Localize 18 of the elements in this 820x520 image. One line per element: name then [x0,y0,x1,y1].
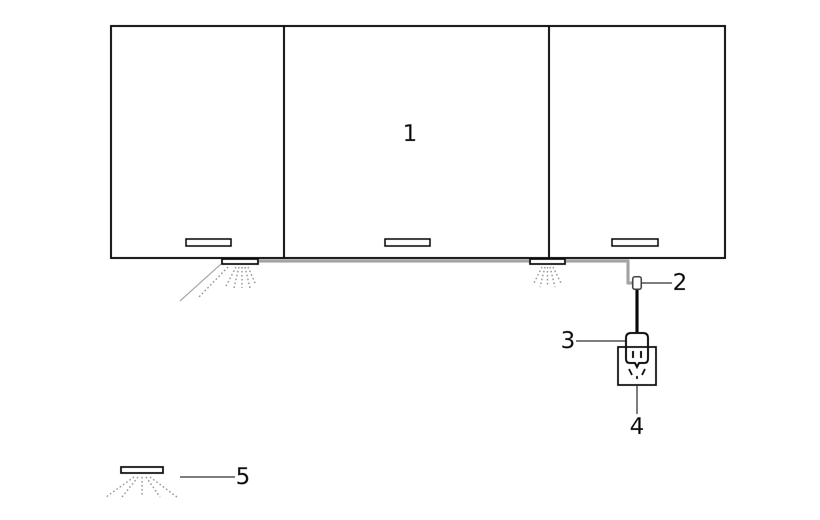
leader-line [180,476,236,478]
light-icon [104,466,180,499]
callout-number: 3 [560,328,576,354]
plug-icon [625,332,649,368]
callout-number: 4 [629,414,645,440]
switch-icon [632,276,642,290]
light-icon [178,258,259,303]
wire [566,259,632,285]
power-outlet-icon [617,346,657,386]
leader-line [642,282,672,284]
callout-number: 1 [402,121,418,147]
callout-number: 2 [672,270,688,296]
leader-line [576,340,626,342]
callout-number: 5 [235,464,251,490]
wire [259,259,529,263]
power-cord [635,290,639,332]
leader-line [636,386,638,414]
light-icon [529,258,566,288]
